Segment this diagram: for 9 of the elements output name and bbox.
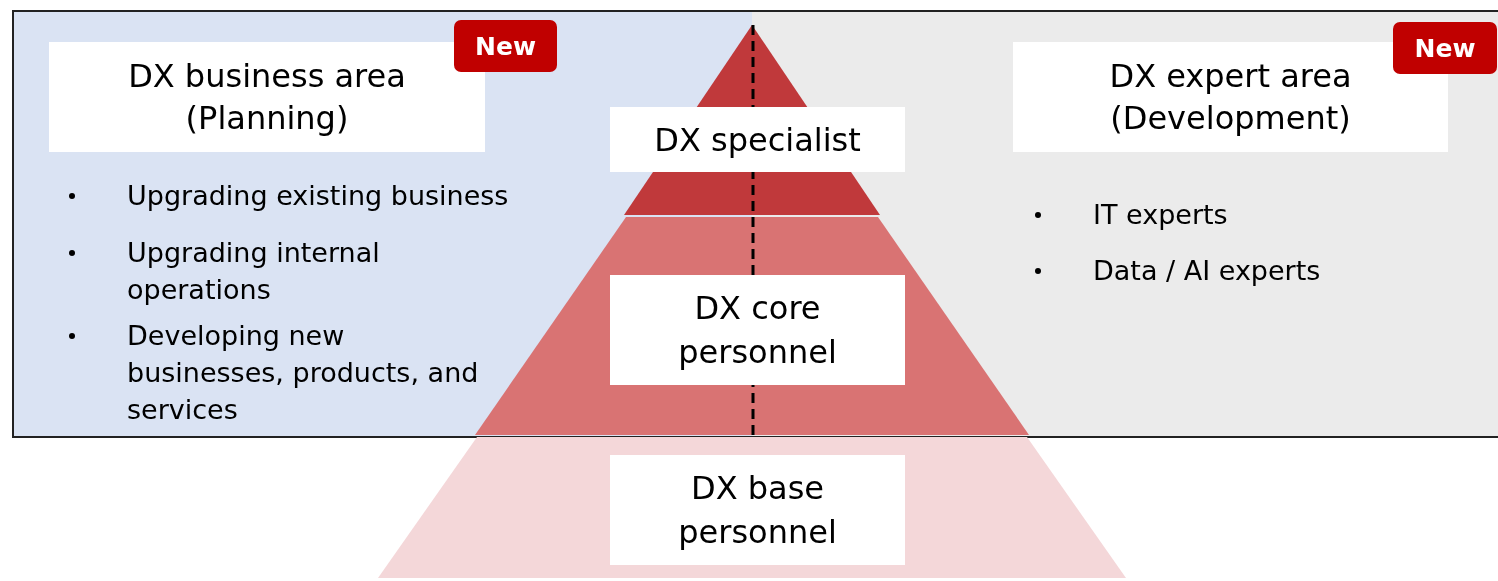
tier-label: DX specialist [610,107,905,172]
bullet-text: IT experts [1093,199,1228,230]
bullet-text: Upgrading internal operations [127,237,380,305]
bullet-text: Developing new businesses, products, and services [127,320,479,425]
new-badge: New [1393,22,1497,74]
tier-label: DX core personnel [610,275,905,385]
bullet-text: Upgrading existing business [127,180,509,211]
bullet-text: Data / AI experts [1093,255,1321,286]
tier-label: DX base personnel [610,455,905,565]
